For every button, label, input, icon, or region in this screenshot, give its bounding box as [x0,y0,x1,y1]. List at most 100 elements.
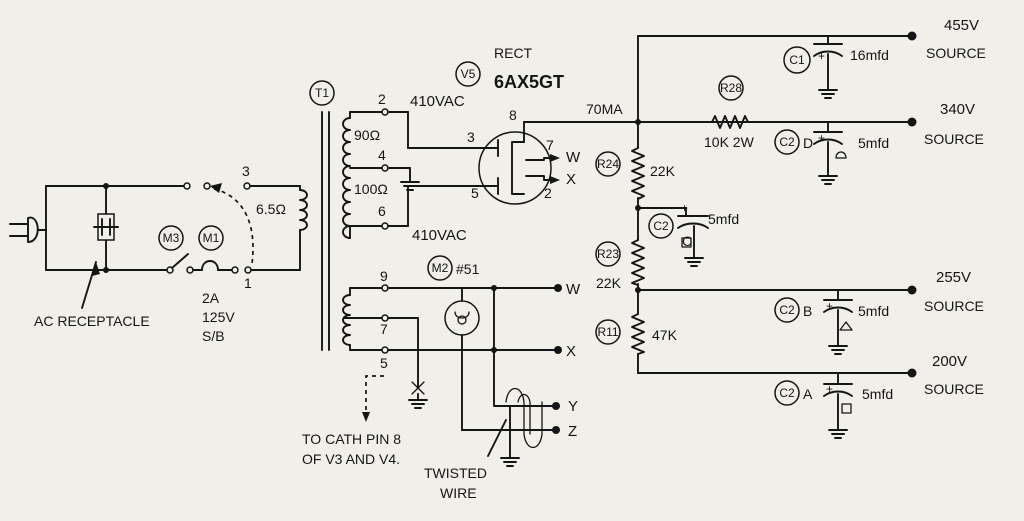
pilot-lamp-icon [444,287,513,431]
t1-pin-3: 3 [242,163,250,179]
source-455-label: SOURCE [926,45,986,61]
v5-ref: V5 [461,67,476,81]
heater-secondary-wiring [343,284,557,395]
source-200-voltage: 200V [932,353,967,370]
r11-ref: R11 [597,325,618,339]
receptacle-label: AC RECEPTACLE [34,313,150,329]
fuse-rating: 2A [202,290,220,306]
capacitor-c1-icon [813,43,843,85]
motor-m3-ref: M3 [163,231,180,245]
output-z-terminal [552,426,560,434]
source-200-label: SOURCE [924,381,984,397]
r24-value: 22K [650,163,676,179]
ct-ground-icon [400,175,420,191]
output-y-label: Y [568,398,578,415]
capacitor-c2d-icon [813,131,847,171]
r11-value: 47K [652,327,678,343]
c2a-value: 5mfd [862,386,893,402]
receptacle-leader [81,261,97,309]
resistor-r23-icon [631,239,645,286]
c2a-ref: C2 [779,386,795,400]
t1-bubble [309,80,335,106]
c2d-section: D [803,135,813,151]
v5-pin-7: 7 [546,137,554,153]
c2a-section: A [803,386,813,402]
heater-secondary-winding [342,294,351,346]
r24-ref: R24 [597,157,619,171]
fuse-voltage: 125V [202,309,235,325]
motor-m1-bubble [198,225,224,251]
rectifier-tube-icon [477,121,560,205]
hv-secondary-winding [342,117,351,239]
c2c-section: C [682,233,692,249]
output-w-label: W [566,281,581,298]
output-y-terminal [552,402,560,410]
rect-title: RECT [494,45,533,61]
cathode-link-dashed [365,375,384,414]
motor-m1-ref: M1 [203,231,220,245]
r23-bubble [595,241,621,267]
ac-receptacle-icon [93,183,119,273]
c2d-plus: + [818,131,825,145]
t1-pin-5: 5 [380,355,388,371]
c2a-bubble [774,380,800,406]
power-switch-icon [157,253,203,274]
c2c-ground-icon [684,251,704,267]
c2b-plus: + [826,299,833,313]
c2b-ref: C2 [779,303,795,317]
c2a-plus: + [826,382,833,396]
source-455-voltage: 455V [944,17,979,34]
c2b-bubble [774,297,800,323]
source-340-terminal [907,117,917,127]
v5-heater-w: W [566,149,581,166]
output-w-terminal [554,284,562,292]
c2c-bubble [648,213,674,239]
c1-ground-icon [818,83,838,99]
twisted-wire-label-2: WIRE [440,485,477,501]
lamp-m2-bubble [427,255,453,281]
c2d-bubble [774,129,800,155]
source-255-terminal [907,285,917,295]
output-x-terminal [554,346,562,354]
v5-pin-3: 3 [467,129,475,145]
hv-voltage-top: 410VAC [410,93,465,110]
t1-pin-6: 6 [378,203,386,219]
v5-pin-2: 2 [544,185,552,201]
tap-3-wiring [157,182,301,271]
source-340-voltage: 340V [940,101,975,118]
t1-pin-2: 2 [378,91,386,107]
c2d-ground-icon [818,169,838,185]
resistor-r28-icon [711,115,749,129]
twisted-wire-label-1: TWISTED [424,465,487,481]
heater-taps [491,285,497,353]
motor-m3-bubble [158,225,184,251]
c2b-value: 5mfd [858,303,889,319]
c2d-ref: C2 [779,135,795,149]
r23-ref: R23 [597,247,619,261]
rect-type: 6AX5GT [494,72,564,92]
c1-ref: C1 [789,53,805,67]
resistor-r11-icon [631,313,645,355]
tap-jumper-dashed [213,188,254,265]
transformer-core [321,111,330,351]
heater-ground-icon [408,393,428,409]
fuse-type: S/B [202,328,225,344]
capacitor-c2c-icon [677,215,709,253]
cathode-note-line-1: TO CATH PIN 8 [302,431,401,447]
c1-value: 16mfd [850,47,889,63]
hv-secondary-wiring [349,108,479,239]
c2b-ground-icon [828,339,848,355]
output-z-label: Z [568,423,577,440]
r28-value: 10K 2W [704,134,755,150]
twisted-wire-ground-icon [500,451,520,467]
source-340-label: SOURCE [924,131,984,147]
primary-winding [299,189,308,231]
twisted-wire-leader [487,419,507,457]
source-200-terminal [907,368,917,378]
winding-90-ohm: 90Ω [354,127,380,143]
cathode-note-line-2: OF V3 AND V4. [302,451,400,467]
t1-pin-7: 7 [380,321,388,337]
r28-ref: R28 [720,81,742,95]
c2c-ref: C2 [653,219,669,233]
capacitor-c2a-icon [823,383,853,425]
